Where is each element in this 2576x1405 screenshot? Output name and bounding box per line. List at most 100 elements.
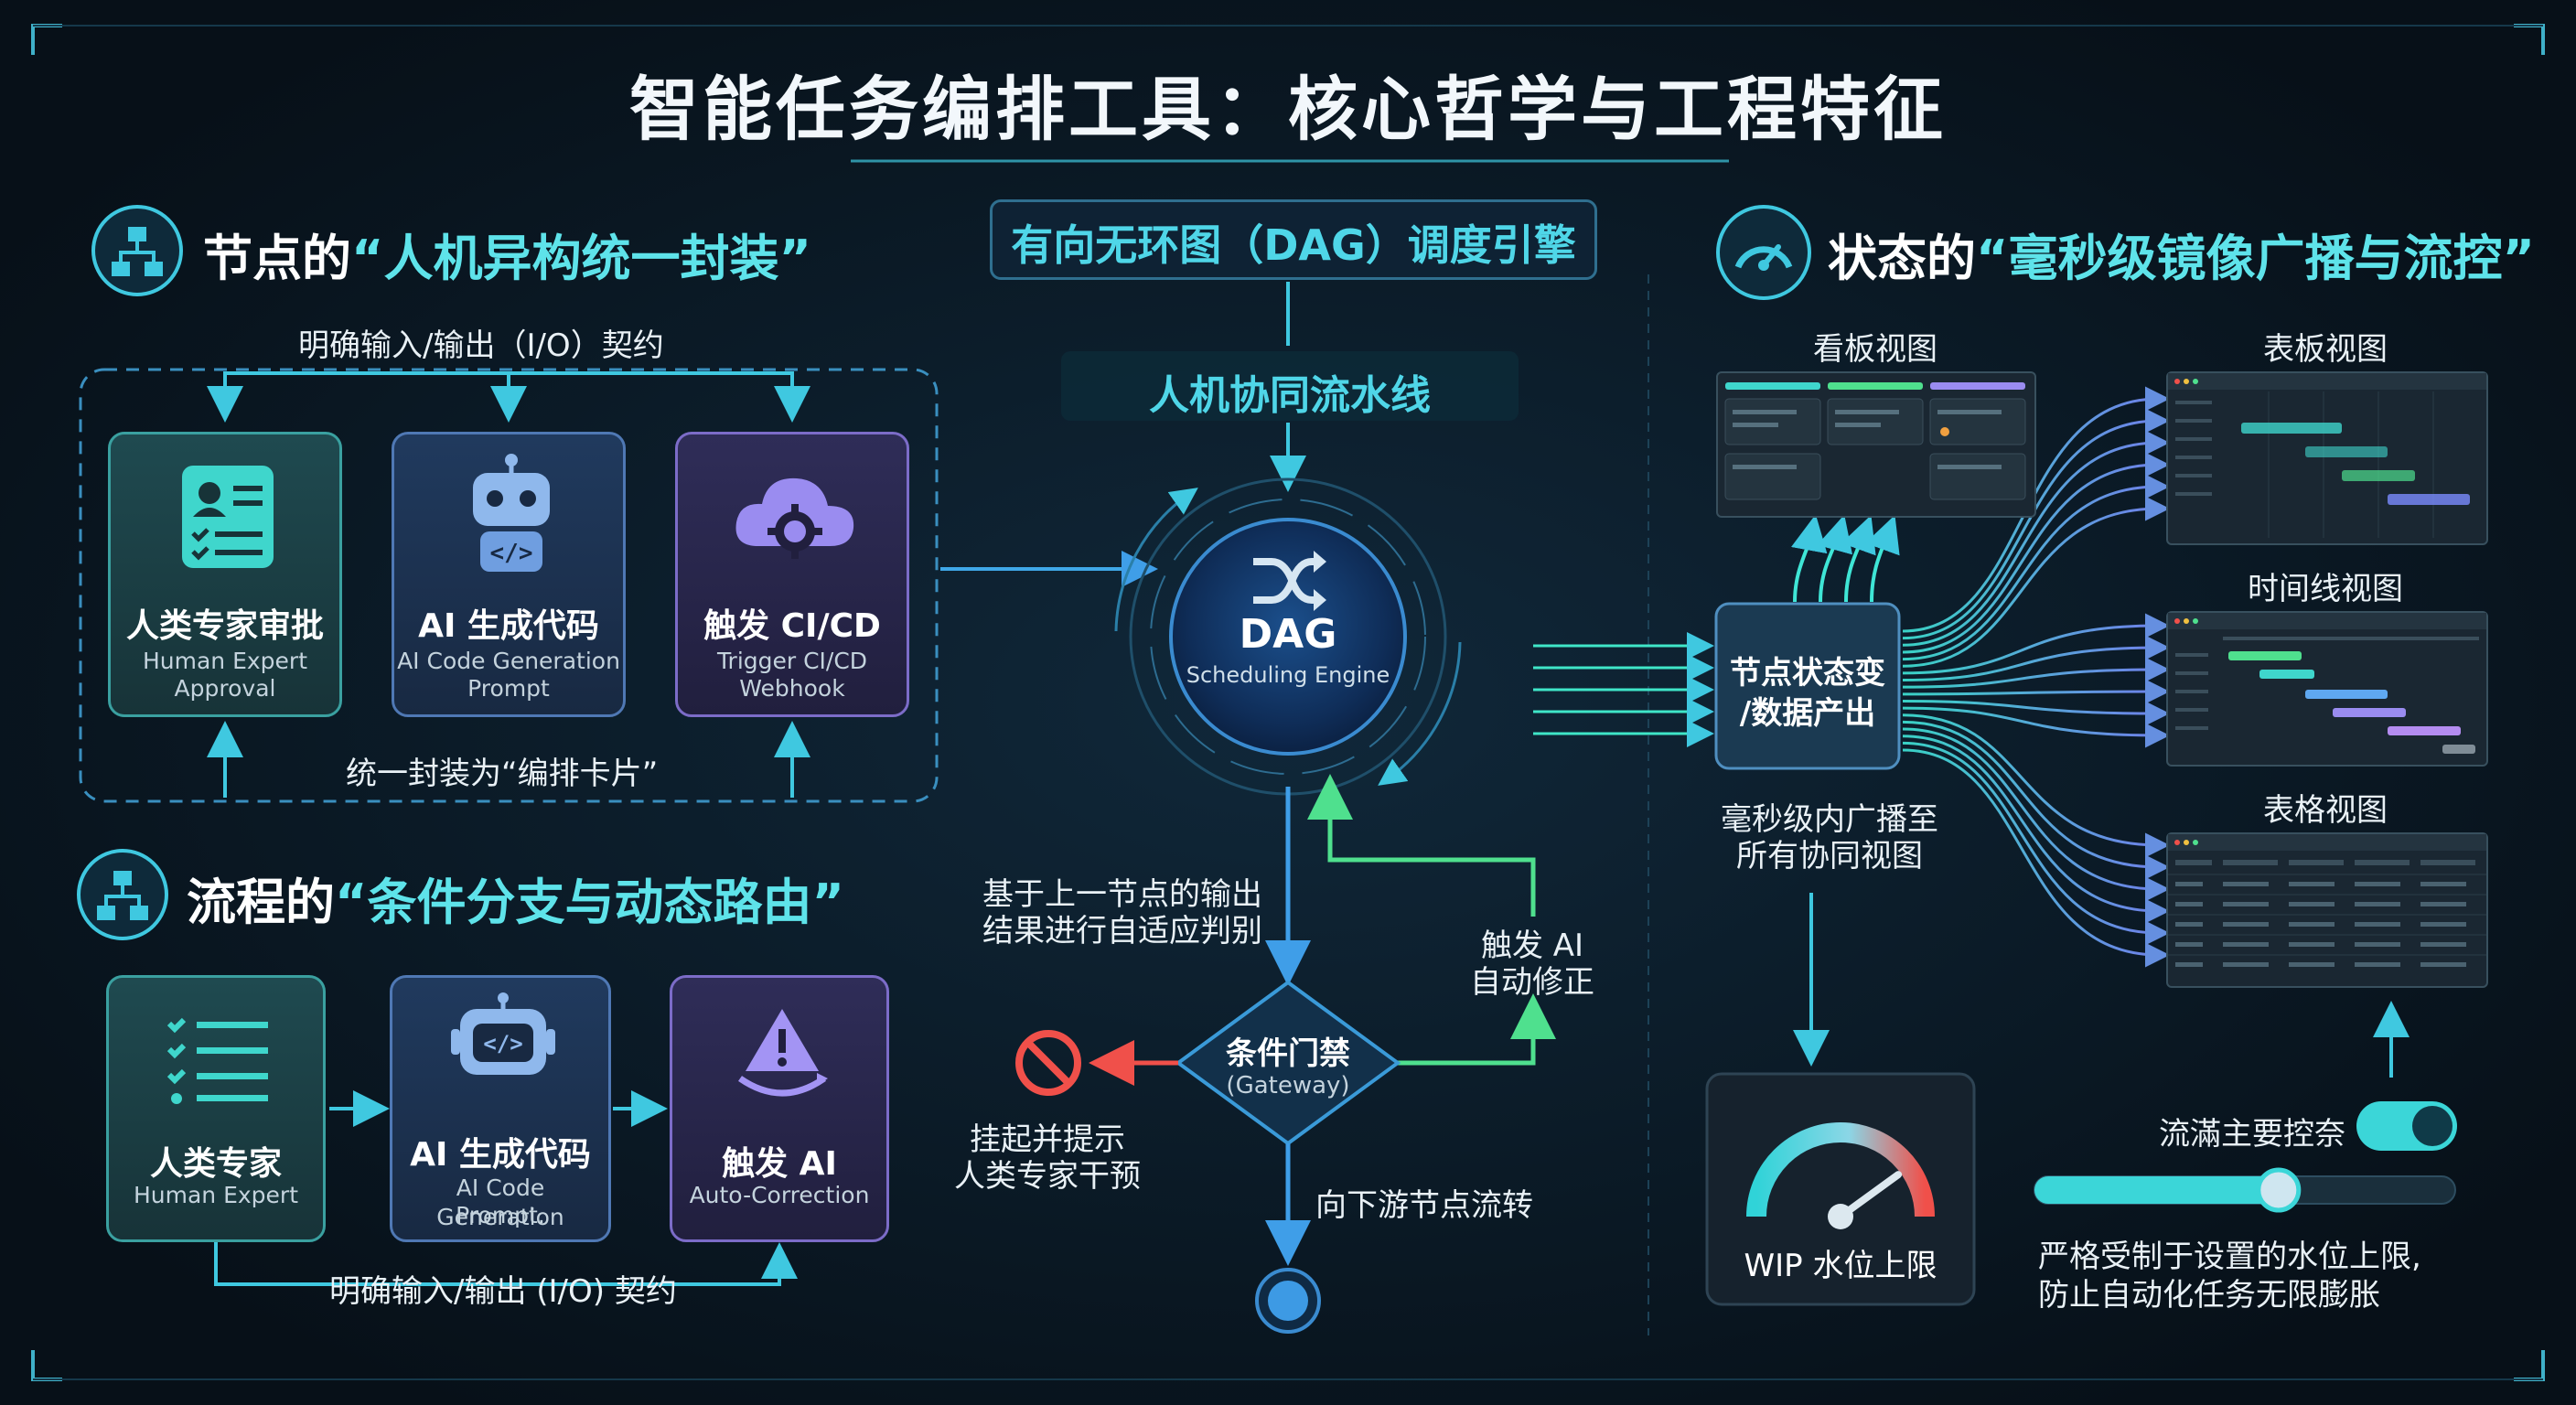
pipeline-label: 人机协同流水线	[1149, 372, 1431, 419]
card-title: AI 生成代码	[418, 607, 599, 645]
card-subtitle-2: Approval	[174, 675, 276, 702]
checklist-icon	[166, 1017, 268, 1104]
gauge-section-icon	[1716, 205, 1811, 300]
halt-icon	[1015, 1030, 1081, 1096]
io-contract-label-flow: 明确输入/输出 (I/O) 契约	[329, 1273, 677, 1310]
dag-sublabel: Scheduling Engine	[1186, 662, 1390, 688]
card-title: 触发 CI/CD	[703, 607, 881, 645]
broadcast-line	[1902, 735, 2170, 924]
timeline-view-label: 时间线视图	[2248, 571, 2403, 607]
dag-label: DAG	[1239, 611, 1337, 658]
card-subtitle: Auto-Correction	[689, 1182, 870, 1208]
card-subtitle-2: Prompt	[467, 675, 550, 702]
node-output-label-1: 节点状态变	[1730, 655, 1885, 692]
broadcast-line	[1902, 748, 2170, 968]
card-ai-codegen-flow[interactable]: </> AI 生成代码 AI Code Generation Prompt.	[390, 975, 611, 1242]
kanban-view[interactable]	[1716, 371, 2036, 518]
card-subtitle: AI Code Generation	[436, 1174, 564, 1230]
card-subtitle-2: Webhook	[739, 675, 845, 702]
broadcast-line	[1902, 635, 2170, 682]
wrap-card-label: 统一封装为“编排卡片”	[346, 756, 659, 792]
limit-label-1: 严格受制于设置的水位上限,	[2038, 1239, 2421, 1275]
heading-prefix: 节点的	[203, 230, 351, 287]
flow-section-icon	[77, 849, 168, 940]
flow-control-toggle[interactable]	[2356, 1101, 2457, 1151]
limit-label-2: 防止自动化任务无限膨胀	[2038, 1277, 2380, 1314]
card-trigger-ai[interactable]: 触发 AI Auto-Correction	[670, 975, 889, 1242]
state-section-heading: 状态的“毫秒级镜像广播与流控”	[1828, 218, 2535, 290]
broadcast-line	[1902, 706, 2170, 748]
flow-control-label: 流滿主要控奈	[2159, 1116, 2345, 1153]
table-view[interactable]	[2166, 832, 2488, 988]
dag-engine-title: 有向无环图（DAG）调度引擎	[1011, 220, 1576, 270]
robot-code-icon: </>	[451, 992, 555, 1075]
heading-quote: “毫秒级镜像广播与流控”	[1976, 230, 2535, 287]
broadcast-line	[1902, 679, 2170, 704]
card-subtitle-2: Prompt.	[456, 1202, 545, 1228]
broadcast-line	[1902, 496, 2170, 668]
wip-label: WIP 水位上限	[1744, 1248, 1937, 1284]
card-subtitle: Trigger CI/CD	[716, 648, 868, 674]
broadcast-line	[1902, 713, 2170, 858]
card-trigger-cicd[interactable]: 触发 CI/CD Trigger CI/CD Webhook	[675, 432, 909, 717]
broadcast-line	[1902, 720, 2170, 880]
card-subtitle: Human Expert	[133, 1182, 299, 1208]
toggle-knob	[2412, 1106, 2453, 1146]
node-section-icon	[91, 205, 183, 296]
broadcast-line	[1902, 727, 2170, 902]
svg-text:</>: </>	[483, 1031, 522, 1056]
table-view-label: 表格视图	[2263, 792, 2388, 829]
broadcast-label-2: 所有协同视图	[1736, 838, 1923, 874]
wip-gauge	[1738, 1116, 1943, 1226]
heading-quote: “条件分支与动态路由”	[335, 874, 844, 931]
card-title: 人类专家审批	[125, 607, 324, 645]
robot-code-icon: </>	[473, 454, 550, 572]
card-human-approval[interactable]: 人类专家审批 Human Expert Approval	[108, 432, 342, 717]
timeline-view[interactable]	[2166, 611, 2488, 767]
flow-section-heading: 流程的“条件分支与动态路由”	[187, 862, 844, 934]
node-output-label-2: /数据产出	[1739, 695, 1876, 732]
broadcast-line	[1902, 741, 2170, 946]
heading-prefix: 状态的	[1828, 230, 1976, 287]
io-contract-label: 明确输入/输出（I/O）契约	[298, 327, 664, 364]
wip-limit-slider[interactable]	[2029, 1167, 2461, 1213]
broadcast-line	[1902, 474, 2170, 661]
downstream-label: 向下游节点流转	[1315, 1187, 1533, 1224]
broadcast-label-1: 毫秒级内广播至	[1721, 801, 1938, 838]
board-view[interactable]	[2166, 371, 2488, 545]
gateway-sublabel: (Gateway)	[1226, 1072, 1350, 1099]
card-ai-codegen[interactable]: </> AI 生成代码 AI Code Generation Prompt	[392, 432, 626, 717]
cloud-gear-icon	[735, 477, 854, 559]
broadcast-line	[1902, 613, 2170, 675]
card-subtitle: Human Expert	[142, 648, 308, 674]
broadcast-line	[1902, 657, 2170, 689]
warning-cycle-icon	[738, 1009, 828, 1097]
heading-prefix: 流程的	[187, 874, 335, 931]
auto-fix-label-1: 触发 AI	[1480, 928, 1584, 964]
end-node	[1257, 1270, 1319, 1332]
card-subtitle: AI Code Generation	[397, 648, 620, 674]
adaptive-label-2: 结果进行自适应判别	[982, 913, 1262, 949]
card-title: AI 生成代码	[410, 1136, 591, 1174]
auto-fix-label-2: 自动修正	[1470, 964, 1594, 1001]
card-title: 人类专家	[149, 1145, 282, 1183]
broadcast-line	[1902, 452, 2170, 654]
broadcast-line	[1902, 699, 2170, 726]
gateway-label: 条件门禁	[1226, 1035, 1350, 1072]
person-checklist-icon	[182, 466, 274, 568]
card-human-expert[interactable]: 人类专家 Human Expert	[106, 975, 326, 1242]
heading-quote: “人机异构统一封装”	[351, 230, 811, 287]
halt-label-1: 挂起并提示	[970, 1121, 1125, 1158]
halt-label-2: 人类专家干预	[954, 1158, 1141, 1195]
page-title: 智能任务编排工具：核心哲学与工程特征	[629, 69, 1947, 150]
board-view-label: 表板视图	[2263, 331, 2388, 368]
broadcast-line	[1902, 408, 2170, 640]
adaptive-label-1: 基于上一节点的输出	[982, 876, 1262, 913]
dag-engine-title-box	[990, 199, 1597, 280]
card-title: 触发 AI	[722, 1145, 837, 1183]
node-section-heading: 节点的“人机异构统一封装”	[203, 218, 811, 290]
kanban-view-label: 看板视图	[1813, 331, 1937, 368]
svg-text:</>: </>	[490, 540, 533, 567]
shuffle-icon	[1253, 551, 1326, 611]
broadcast-line	[1902, 430, 2170, 647]
